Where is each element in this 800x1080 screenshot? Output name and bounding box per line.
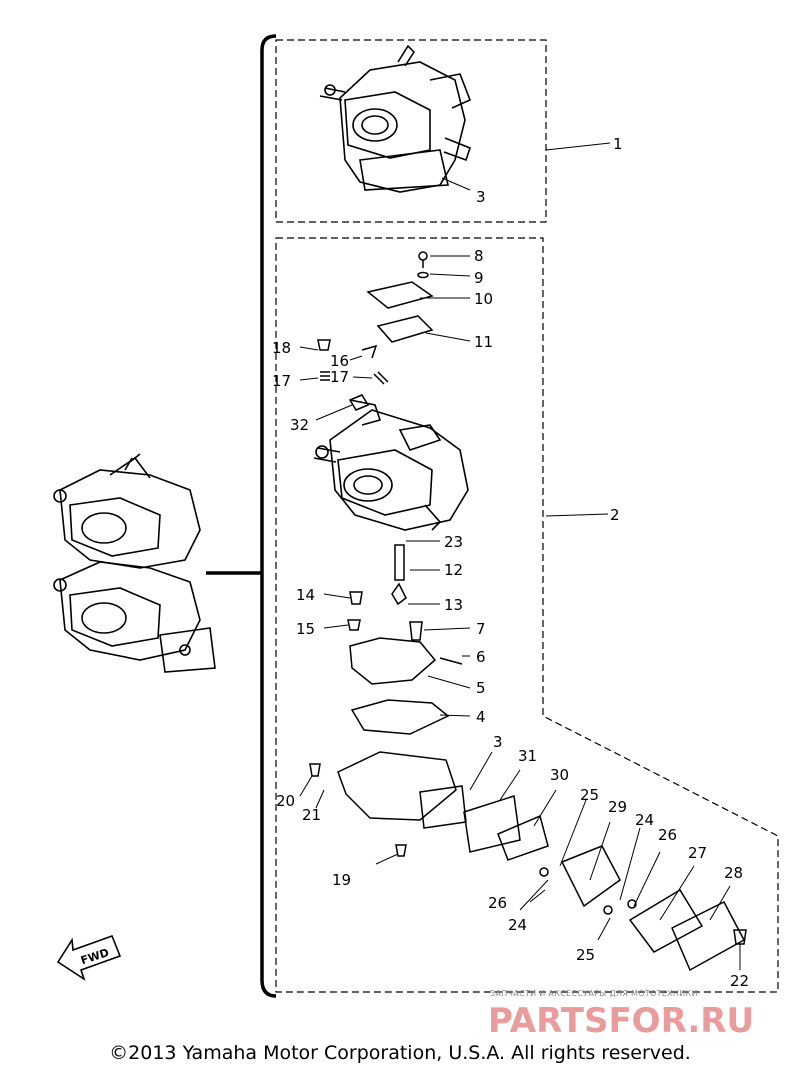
- watermark-tagline: ЗАПЧАСТИ И АКСЕССУАРЫ ДЛЯ МОТОТЕХНИКИ: [490, 989, 698, 998]
- fwd-arrow-icon: FWD: [56, 934, 122, 981]
- watermark: ЗАПЧАСТИ И АКСЕССУАРЫ ДЛЯ МОТОТЕХНИКИ PA…: [488, 989, 754, 1040]
- callout-23: 23: [444, 533, 463, 551]
- group-box-carburetor-assy: [275, 39, 547, 223]
- assembly-bracket: [206, 34, 277, 998]
- callout-12: 12: [444, 561, 463, 579]
- callout-numbers: 1 3 2 8 9 10 11 18 16 17 17 32 23 12 14 …: [272, 135, 749, 990]
- callout-32: 32: [290, 416, 309, 434]
- callout-13: 13: [444, 596, 463, 614]
- callout-7: 7: [476, 620, 486, 638]
- callout-5: 5: [476, 679, 486, 697]
- callout-21: 21: [302, 806, 321, 824]
- callout-14: 14: [296, 586, 315, 604]
- callout-20: 20: [276, 792, 295, 810]
- callout-17-left: 17: [272, 372, 291, 390]
- callout-28: 28: [724, 864, 743, 882]
- callout-1: 1: [613, 135, 623, 153]
- callout-10: 10: [474, 290, 493, 308]
- leader-lines: [299, 142, 741, 970]
- callout-9: 9: [474, 269, 484, 287]
- callout-25-bottom: 25: [576, 946, 595, 964]
- callout-2: 2: [610, 506, 620, 524]
- callout-26-top: 26: [658, 826, 677, 844]
- watermark-logo: PARTSFOR.RU: [488, 1001, 754, 1040]
- callout-15: 15: [296, 620, 315, 638]
- carburetor-assembly-drawing: [319, 44, 472, 193]
- callout-29: 29: [608, 798, 627, 816]
- callout-26-bottom: 26: [488, 894, 507, 912]
- callout-6: 6: [476, 648, 486, 666]
- callout-19: 19: [332, 871, 351, 889]
- carburetor-body-drawing: [313, 399, 469, 531]
- callout-24-top: 24: [635, 811, 654, 829]
- callout-11: 11: [474, 333, 493, 351]
- callout-16: 16: [330, 352, 349, 370]
- callout-3-bottom: 3: [493, 733, 503, 751]
- small-parts-drawing: [309, 251, 747, 972]
- callout-3-top: 3: [476, 188, 486, 206]
- callout-4: 4: [476, 708, 486, 726]
- callout-31: 31: [518, 747, 537, 765]
- callout-30: 30: [550, 766, 569, 784]
- callout-17-right: 17: [330, 368, 349, 386]
- group-box-carburetor-parts: [275, 237, 779, 993]
- callout-27: 27: [688, 844, 707, 862]
- callout-18: 18: [272, 339, 291, 357]
- twin-carburetor-assembly-drawing: [53, 453, 216, 673]
- callout-24-bottom: 24: [508, 916, 527, 934]
- copyright-notice: ©2013 Yamaha Motor Corporation, U.S.A. A…: [109, 1042, 691, 1064]
- callout-22: 22: [730, 972, 749, 990]
- callout-8: 8: [474, 247, 484, 265]
- callout-25-top: 25: [580, 786, 599, 804]
- exploded-parts-diagram: 1 3 2 8 9 10 11 18 16 17 17 32 23 12 14 …: [53, 34, 779, 1040]
